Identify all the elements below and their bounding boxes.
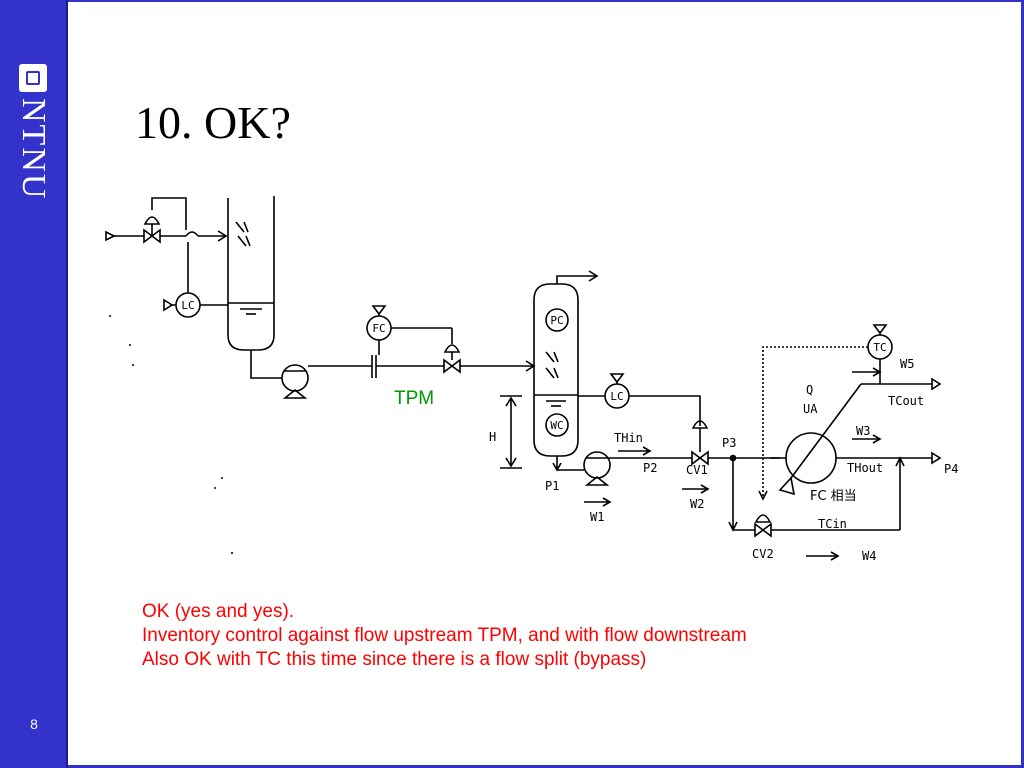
thout-label: THout (847, 461, 883, 475)
slide-title: 10. OK? (135, 97, 291, 148)
pc-controller (545, 308, 569, 332)
w2-label: W2 (690, 497, 704, 511)
pc-label: PC (550, 314, 563, 327)
column-2-trays (545, 351, 559, 379)
ua-label: UA (803, 402, 818, 416)
ntnu-logo-icon (19, 64, 47, 92)
tpm-label: TPM (394, 388, 435, 409)
right-border (1021, 0, 1024, 768)
lc2-label: LC (610, 390, 623, 403)
h-label: H (489, 430, 496, 444)
column-2-vessel (533, 283, 579, 457)
notes-text: OK (yes and yes). Inventory control agai… (142, 600, 747, 672)
w1-label: W1 (590, 510, 604, 524)
pump-2 (583, 451, 611, 479)
cv1-label: CV1 (686, 463, 708, 477)
thin-label: THin (614, 431, 643, 445)
feed-inlet-arrow (105, 230, 116, 242)
cv2-valve (754, 522, 772, 538)
pump-1 (281, 364, 309, 392)
column-1-trays (235, 221, 251, 247)
wc-controller (545, 413, 569, 437)
fc-valve-actuator (443, 344, 461, 353)
feed-valve-actuator (143, 216, 161, 225)
column-1-vessel (227, 196, 275, 351)
p1-label: P1 (545, 479, 559, 493)
tcout-label: TCout (888, 394, 924, 408)
wc-label: WC (550, 419, 563, 432)
note-line-1: OK (yes and yes). (142, 601, 295, 622)
p4-label: P4 (944, 462, 958, 476)
lc1-label: LC (181, 299, 194, 312)
q-label: Q (806, 383, 813, 397)
note-line-3: Also OK with TC this time since there is… (142, 649, 647, 670)
fc1-label: FC (372, 322, 385, 335)
tcin-label: TCin (818, 517, 847, 531)
sidebar-edge (66, 0, 68, 768)
note-line-2: Inventory control against flow upstream … (142, 625, 747, 646)
bottom-border (68, 765, 1024, 768)
tc-label: TC (873, 341, 886, 354)
cv2-actuator (754, 514, 772, 523)
fc-valve (443, 358, 461, 374)
w3-label: W3 (856, 424, 870, 438)
p3-label: P3 (722, 436, 736, 450)
w5-label: W5 (900, 357, 914, 371)
fc-note-label: FC 相当 (810, 489, 857, 504)
top-border (68, 0, 1024, 2)
cv1-actuator (691, 420, 709, 429)
p2-label: P2 (643, 461, 657, 475)
cv2-label: CV2 (752, 547, 774, 561)
sidebar (0, 0, 66, 768)
w4-label: W4 (862, 549, 876, 563)
page-number: 8 (30, 716, 38, 732)
